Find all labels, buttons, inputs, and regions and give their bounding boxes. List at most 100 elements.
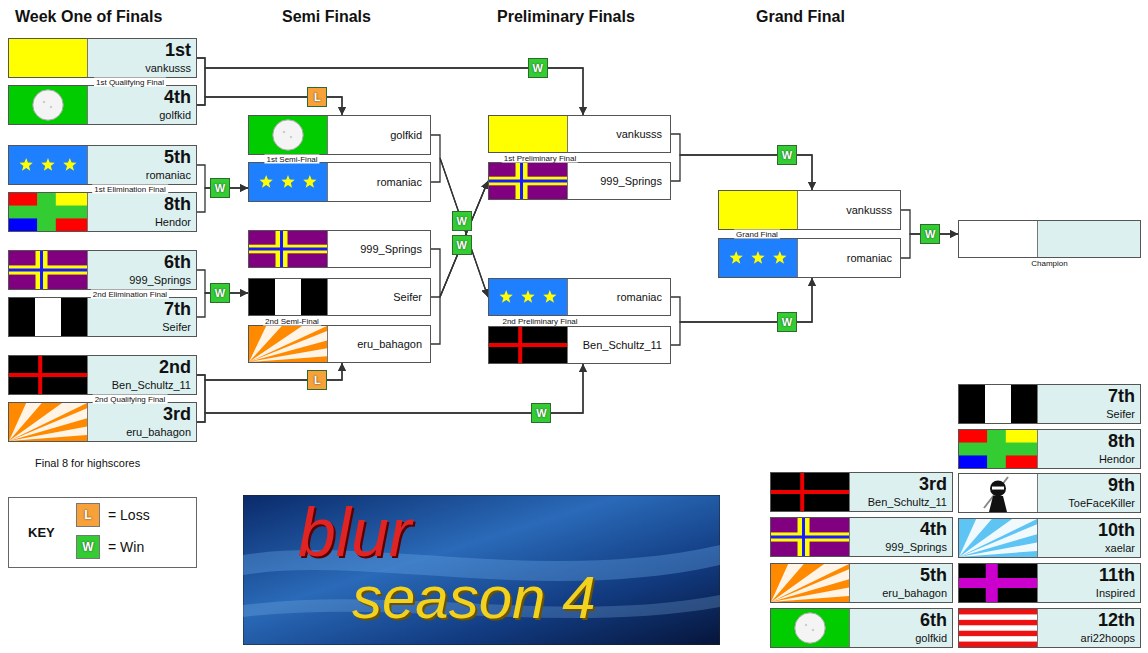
- rank-number: 7th: [164, 299, 191, 320]
- result-letter: W: [215, 182, 225, 194]
- name-panel: 5theru_bahagon: [849, 564, 952, 602]
- name-panel: 11thInspired: [1037, 564, 1140, 602]
- result-badge: L: [307, 370, 327, 390]
- player-name: golfkid: [915, 632, 947, 645]
- legend-text: = Loss: [108, 507, 150, 523]
- player-name: vankusss: [846, 204, 892, 217]
- name-panel: [1037, 221, 1140, 257]
- player-name: romaniac: [146, 169, 191, 182]
- rank-number: 6th: [164, 252, 191, 273]
- rank-number: 6th: [920, 610, 947, 631]
- rank-number: 10th: [1098, 520, 1135, 541]
- rank-number: 8th: [164, 194, 191, 215]
- player-name: Inspired: [1096, 587, 1135, 600]
- name-panel: Ben_Schultz_11: [567, 327, 670, 363]
- bracket-connector: [431, 181, 488, 297]
- team-flag: [9, 251, 87, 289]
- team-rank-box: 12thari22hoops: [958, 608, 1141, 648]
- flag-area: [9, 193, 87, 231]
- team-box: eru_bahagon: [248, 325, 431, 363]
- name-panel: 9thToeFaceKiller: [1037, 474, 1140, 512]
- team-flag: [9, 403, 87, 441]
- rank-number: 3rd: [163, 404, 191, 425]
- legend-swatch: L: [76, 503, 100, 527]
- bracket-connector: [671, 134, 812, 190]
- team-rank-box: 3rdBen_Schultz_11: [770, 472, 953, 512]
- logo-ground: [243, 495, 720, 645]
- flag-area: [771, 609, 849, 647]
- team-flag: [489, 116, 567, 152]
- bracket-connector: [197, 58, 583, 115]
- rank-number: 4th: [164, 87, 191, 108]
- bracket-connector: [197, 58, 342, 115]
- result-badge: W: [777, 312, 797, 332]
- player-name: vankusss: [145, 62, 191, 75]
- result-letter: W: [536, 407, 546, 419]
- match-name: 1st Qualifying Final: [94, 77, 166, 86]
- legend-letter: L: [84, 508, 91, 522]
- bracket-connector: [197, 68, 583, 115]
- team-rank-box: 1stvankusss: [8, 38, 197, 78]
- team-rank-box: 4thgolfkid: [8, 85, 197, 125]
- team-flag: [959, 221, 1037, 257]
- team-rank-box: 11thInspired: [958, 563, 1141, 603]
- result-letter: W: [456, 239, 466, 251]
- team-flag: [771, 473, 849, 511]
- flag-area: [959, 474, 1037, 512]
- flag-area: [719, 239, 797, 277]
- bracket-connector: [431, 135, 488, 297]
- rank-number: 3rd: [919, 474, 947, 495]
- team-rank-box: 6thgolfkid: [770, 608, 953, 648]
- team-flag: [249, 231, 327, 267]
- column-heading: Preliminary Finals: [497, 7, 635, 26]
- team-flag: [959, 385, 1037, 423]
- result-badge: W: [452, 211, 472, 231]
- player-name: xaelar: [1105, 542, 1135, 555]
- logo-text: season 4: [352, 566, 596, 630]
- team-flag: [719, 239, 797, 277]
- result-letter: L: [314, 91, 321, 103]
- flag-area: [771, 473, 849, 511]
- bracket-connector: [197, 364, 583, 413]
- flag-area: [959, 221, 1037, 257]
- player-name: Seifer: [162, 321, 191, 334]
- team-box: 999_Springs: [488, 162, 671, 200]
- team-flag: [771, 518, 849, 556]
- bracket-connector: [671, 278, 812, 345]
- name-panel: 999_Springs: [327, 231, 430, 267]
- name-panel: vankusss: [567, 116, 670, 152]
- team-flag: [489, 279, 567, 315]
- name-panel: vankusss: [797, 191, 900, 229]
- team-box: 999_Springs: [248, 230, 431, 268]
- team-rank-box: 9thToeFaceKiller: [958, 473, 1141, 513]
- team-box: romaniac: [718, 238, 901, 278]
- rank-number: 12th: [1098, 610, 1135, 631]
- team-flag: [249, 326, 327, 362]
- column-heading: Week One of Finals: [15, 7, 162, 26]
- match-name: 2nd Qualifying Final: [93, 394, 168, 403]
- result-badge: W: [531, 403, 551, 423]
- team-box: golfkid: [248, 115, 431, 155]
- player-name: golfkid: [390, 129, 422, 142]
- name-panel: 3rderu_bahagon: [87, 403, 196, 441]
- team-flag: [719, 191, 797, 229]
- player-name: golfkid: [159, 109, 191, 122]
- team-rank-box: 8thHendor: [8, 192, 197, 232]
- flag-area: [489, 327, 567, 363]
- player-name: Seifer: [393, 291, 422, 304]
- name-panel: eru_bahagon: [327, 326, 430, 362]
- match-name: 2nd Elimination Final: [91, 289, 169, 298]
- name-panel: 7thSeifer: [87, 298, 196, 336]
- team-flag: [9, 298, 87, 336]
- name-panel: 4th999_Springs: [849, 518, 952, 556]
- flag-area: [959, 564, 1037, 602]
- bracket-connector: [431, 181, 488, 297]
- flag-area: [249, 231, 327, 267]
- flag-area: [9, 86, 87, 124]
- team-rank-box: 3rderu_bahagon: [8, 402, 197, 442]
- name-panel: Seifer: [327, 279, 430, 315]
- team-box: vankusss: [488, 115, 671, 153]
- team-flag: [9, 193, 87, 231]
- name-panel: 1stvankusss: [87, 39, 196, 77]
- flag-area: [959, 519, 1037, 557]
